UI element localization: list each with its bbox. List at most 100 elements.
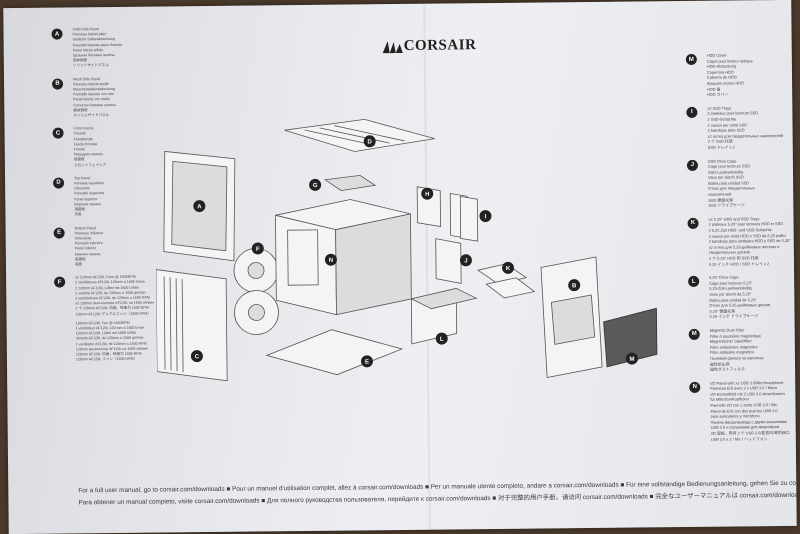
legend-line: フロントフェイシア [73,162,107,168]
callout-letter: K [506,266,511,272]
legend-line: USB 3.0 x 2 / Mic / ヘッドフォン [710,435,768,442]
callout-letter: M [629,357,634,363]
legend-letter-badge: E [53,227,65,239]
callout-h: H [421,187,434,200]
legend-letter-badge: F [54,276,66,288]
legend-entry: N I/O Panel with x2 USB 3.0/Mic/Headphone… [689,380,797,443]
legend-letter-badge: M [685,53,697,65]
hdd-ssd-trays [477,263,536,299]
legend-letter-badge: M [688,328,700,340]
legend-letter-badge: L [688,276,700,288]
callout-badge [568,279,581,292]
sails-icon [382,40,403,53]
callout-badge [479,210,492,223]
callout-badge [421,187,434,200]
callout-a: A [193,200,206,213]
exploded-case-diagram: A B C D E F G H I J K L M N [155,118,658,382]
callout-badge [625,352,638,365]
callout-letter: B [572,283,577,289]
legend-letter-badge: B [52,78,64,90]
callout-badge [360,355,373,368]
callout-f: F [251,242,264,255]
callout-letter: G [313,183,318,189]
ssd-trays [449,192,479,242]
callout-l: L [435,332,448,345]
callout-k: K [502,261,515,274]
legend-letter-badge: D [53,177,65,189]
dust-filter [603,307,658,368]
legend-letter-badge: K [687,217,699,229]
callout-letter: D [367,139,372,145]
legend-letter-badge: A [51,28,63,40]
callout-c: C [190,350,203,363]
callout-e: E [360,355,373,368]
callout-badge [435,332,448,345]
callout-letter: L [440,337,444,343]
legend-line: ソリッドサイドパネル [72,63,109,68]
legend-line: メッシュサイドパネル [73,113,110,118]
legend-line: 120mm AF120L ファン（1600 RPM） [75,356,138,362]
legend-line: Пылевой фильтр на магнитах [709,355,764,361]
callout-letter: N [329,258,333,264]
ssd-drive-cage [435,238,462,284]
legend-letter-badge: C [52,127,64,139]
legend-line: Нижняя панель [74,251,101,256]
callout-g: G [309,178,322,191]
legend-line: HDD カバー [707,91,729,97]
callout-n: N [324,253,337,266]
callout-letter: C [195,354,200,360]
callout-j: J [459,254,472,267]
legend-letter-badge: J [686,159,699,171]
callout-letter: H [425,192,429,198]
legend-line: SSD トレイ x 2 [707,144,735,150]
legend-line: 底板 [74,262,83,267]
chassis-frame [275,199,412,316]
callout-m: M [625,352,638,365]
callout-badge [251,242,264,255]
callout-badge [324,253,337,266]
drive-cage [410,287,478,345]
callout-i: I [479,210,492,223]
callout-b: B [568,279,581,292]
callout-badge [363,135,376,148]
top-panel [284,118,435,152]
footer: For a full user manual, go to corsair.co… [78,477,796,509]
bottom-panel [265,329,404,376]
legend-line: 天板 [74,212,82,217]
callout-letter: E [365,360,369,366]
callout-badge [193,200,206,213]
legend-line: Отсек для 5,25-дюймовых дисков [709,302,771,308]
callout-badge [459,254,472,267]
brand-name: CORSAIR [403,37,477,54]
fans [233,248,279,335]
front-fascia [155,269,228,382]
legend-line: 5.25 インチ ドライブケージ [709,313,759,320]
legend-letter-badge: N [689,381,701,393]
legend-line: 5.25 インチ HDD / SSD トレイ x 2 [708,260,770,267]
callout-badge [190,350,203,363]
legend-line: SSD ドライブケージ [708,202,745,209]
mesh-side-panel [540,256,603,378]
callout-letter: J [464,258,467,264]
callout-letter: F [256,247,260,253]
legend-line: 120mm AF120L デュアルファン（1600 RPM） [75,311,151,316]
callout-badge [309,178,322,191]
callout-letter: A [197,204,202,210]
